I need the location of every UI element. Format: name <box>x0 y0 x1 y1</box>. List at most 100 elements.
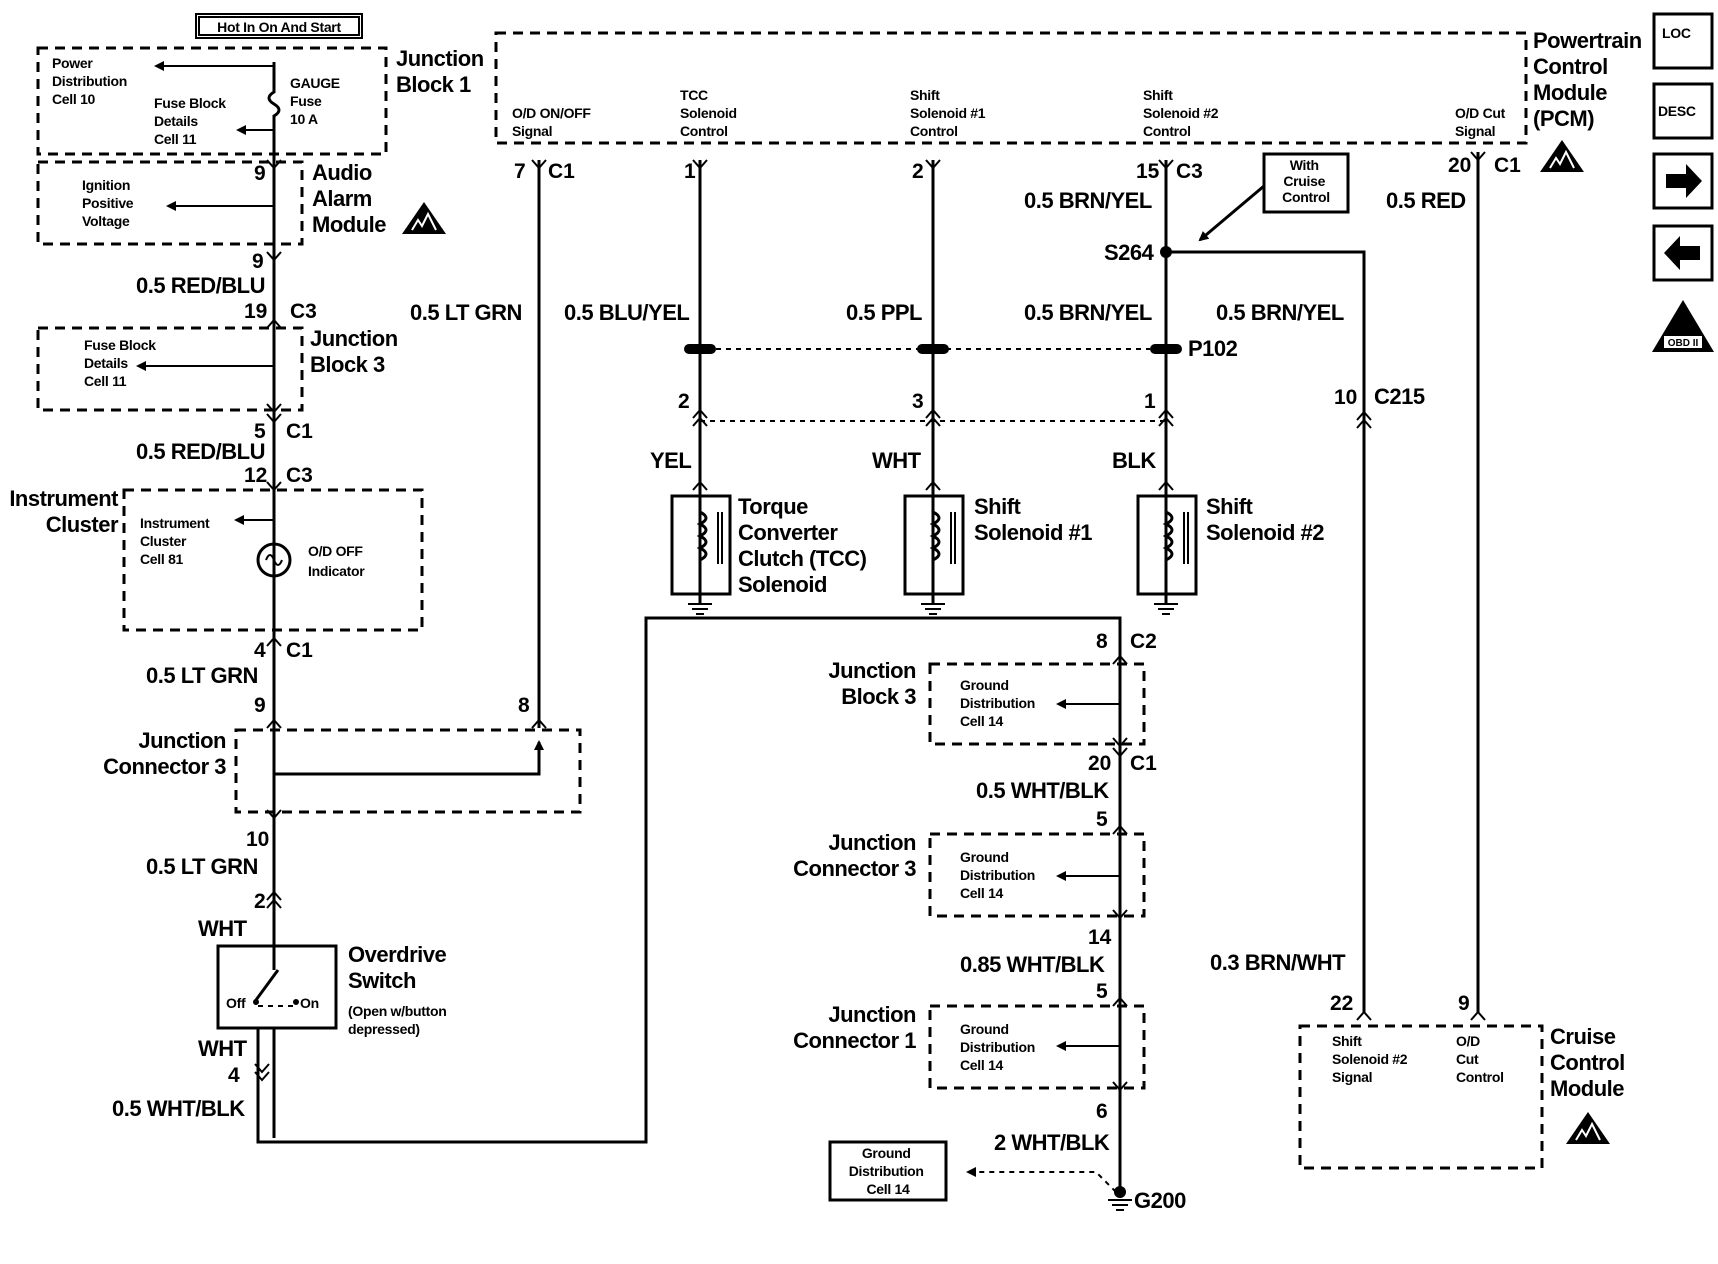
svg-text:8: 8 <box>518 694 530 717</box>
previous-page-button[interactable] <box>1652 224 1714 282</box>
svg-text:0.3 BRN/WHT: 0.3 BRN/WHT <box>1210 950 1346 975</box>
od-switch-ground-wire <box>256 616 1122 1144</box>
shift-solenoid-2: Shift Solenoid #2 <box>1136 490 1325 615</box>
svg-text:OBD II: OBD II <box>1668 338 1699 349</box>
overdrive-switch: 2 WHT Off On Overdrive Switch (Open w/bu… <box>198 890 452 1087</box>
svg-text:0.5 LT GRN: 0.5 LT GRN <box>146 663 258 688</box>
svg-text:YEL: YEL <box>650 448 691 473</box>
svg-text:20: 20 <box>1088 752 1111 775</box>
tcc-circuit: 1 0.5 BLU/YEL 2 YEL <box>564 159 716 491</box>
solenoid-coil-icon <box>696 510 708 562</box>
ground-icon <box>688 603 712 615</box>
gauge-fuse-icon <box>267 62 281 160</box>
svg-text:4: 4 <box>254 639 266 662</box>
svg-text:2: 2 <box>254 890 266 913</box>
svg-text:S264: S264 <box>1104 240 1155 265</box>
svg-text:2: 2 <box>678 390 690 413</box>
svg-text:0.5 BRN/YEL: 0.5 BRN/YEL <box>1024 188 1152 213</box>
svg-text:10: 10 <box>1334 386 1357 409</box>
esd-icon <box>1539 139 1585 173</box>
gauge-fuse-label: GAUGE Fuse 10 A <box>290 75 343 127</box>
svg-text:15: 15 <box>1136 160 1160 183</box>
od-off-indicator-label: O/D OFF Indicator <box>308 543 366 579</box>
hot-in-on-and-start-label: Hot In On And Start <box>195 13 363 39</box>
svg-text:7: 7 <box>514 160 526 183</box>
svg-text:3: 3 <box>912 390 924 413</box>
svg-text:C1: C1 <box>548 160 575 183</box>
pcm-signal-shift1: Shift Solenoid #1 Control <box>910 87 989 139</box>
instrument-cluster-cell-label: Instrument Cluster Cell 81 <box>140 515 213 567</box>
svg-text:1: 1 <box>684 160 696 183</box>
esd-icon <box>1565 1111 1611 1145</box>
shift-solenoid-1-circuit: 2 0.5 PPL 3 WHT <box>846 159 949 491</box>
svg-text:9: 9 <box>1458 992 1470 1015</box>
svg-text:6: 6 <box>1096 1100 1108 1123</box>
switch-contact-icon <box>254 969 280 1001</box>
svg-text:0.5 RED: 0.5 RED <box>1386 188 1466 213</box>
svg-text:WHT: WHT <box>198 1036 248 1061</box>
svg-text:10: 10 <box>246 828 269 851</box>
svg-text:9: 9 <box>254 694 266 717</box>
svg-text:C3: C3 <box>1176 160 1203 183</box>
svg-text:0.5 RED/BLU: 0.5 RED/BLU <box>136 273 265 298</box>
next-page-button[interactable] <box>1652 152 1714 210</box>
ground-g200: G200 <box>1108 1186 1187 1213</box>
svg-text:0.5 BRN/YEL: 0.5 BRN/YEL <box>1024 300 1152 325</box>
ground-icon <box>921 603 945 615</box>
loc-button[interactable]: LOC <box>1652 12 1714 70</box>
svg-text:14: 14 <box>1088 926 1112 949</box>
overdrive-switch-name: Overdrive Switch <box>348 942 452 993</box>
svg-text:With Cruise Contro: With Cruise Control <box>1282 157 1330 205</box>
svg-text:0.85 WHT/BLK: 0.85 WHT/BLK <box>960 952 1105 977</box>
svg-text:9: 9 <box>254 162 266 185</box>
pcm-signal-od-on-off: O/D ON/OFF Signal <box>512 105 594 139</box>
svg-text:C215: C215 <box>1374 384 1425 409</box>
svg-text:0.5 LT GRN: 0.5 LT GRN <box>410 300 522 325</box>
tcc-solenoid: Torque Converter Clutch (TCC) Solenoid <box>670 490 872 615</box>
svg-text:C1: C1 <box>286 420 313 443</box>
svg-text:Off: Off <box>226 995 246 1011</box>
svg-text:Torque Converter C: Torque Converter Clutch (TCC) Solenoid <box>738 494 872 597</box>
overdrive-switch-note: (Open w/button depressed) <box>348 1003 450 1037</box>
ground-icon <box>1154 603 1178 615</box>
svg-text:8: 8 <box>1096 630 1108 653</box>
svg-text:WHT: WHT <box>198 916 248 941</box>
pcm-signal-tcc: TCC Solenoid Control <box>680 87 740 139</box>
svg-text:12: 12 <box>244 464 267 487</box>
svg-text:19: 19 <box>244 300 267 323</box>
svg-text:0.5 BLU/YEL: 0.5 BLU/YEL <box>564 300 689 325</box>
solenoid-coil-icon <box>929 510 941 562</box>
svg-text:C1: C1 <box>1494 154 1521 177</box>
svg-text:0.5 LT GRN: 0.5 LT GRN <box>146 854 258 879</box>
svg-text:C1: C1 <box>286 639 313 662</box>
svg-text:0.5 PPL: 0.5 PPL <box>846 300 922 325</box>
desc-button[interactable]: DESC <box>1652 82 1714 140</box>
pcm-signal-shift2: Shift Solenoid #2 Control <box>1143 87 1222 139</box>
svg-text:0.5 RED/BLU: 0.5 RED/BLU <box>136 439 265 464</box>
svg-text:C1: C1 <box>1130 752 1157 775</box>
esd-button[interactable]: OBD II <box>1652 300 1714 352</box>
svg-text:22: 22 <box>1330 992 1353 1015</box>
svg-text:On: On <box>300 995 319 1011</box>
svg-text:0.5 WHT/BLK: 0.5 WHT/BLK <box>112 1096 245 1121</box>
svg-text:20: 20 <box>1448 154 1471 177</box>
svg-text:DESC: DESC <box>1658 103 1696 119</box>
pcm-signal-od-cut: O/D Cut Signal <box>1455 105 1509 139</box>
